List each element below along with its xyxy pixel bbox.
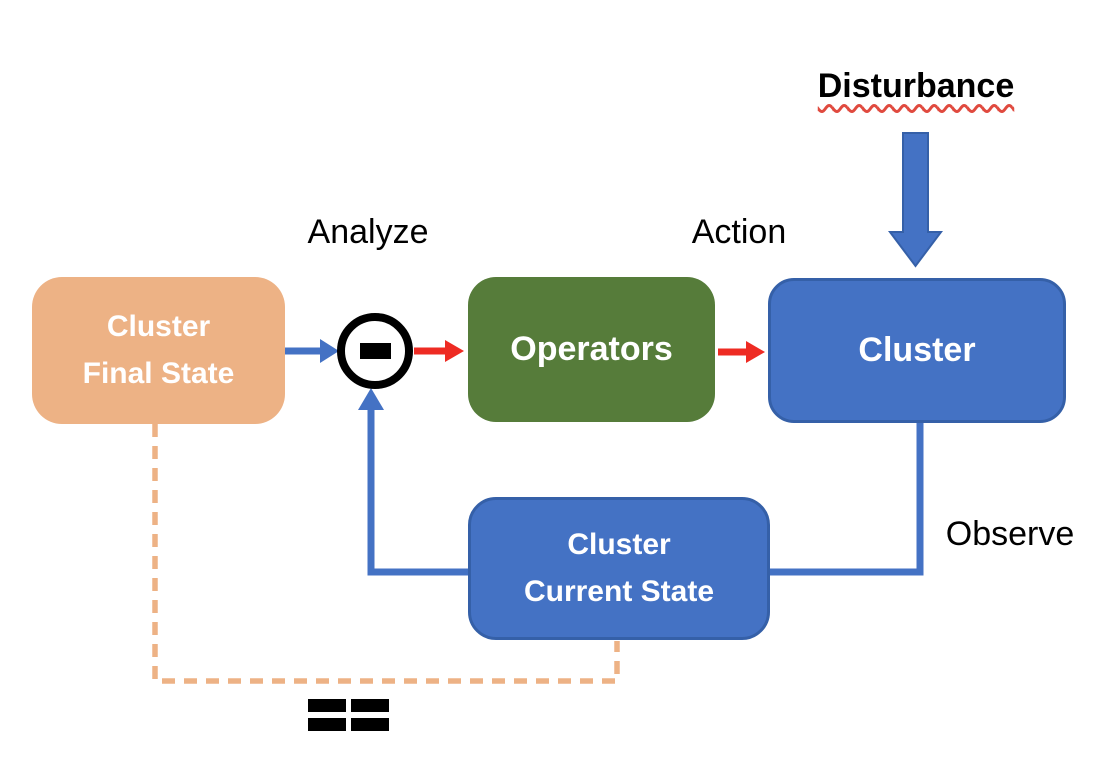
- minus-sign-icon: [359, 343, 391, 359]
- equals-glyph: [308, 699, 346, 731]
- disturbance-arrow-icon: [888, 132, 943, 268]
- action-arrowhead-icon: [746, 341, 765, 363]
- analyze-arrowhead-icon: [445, 340, 464, 362]
- node-label-line: Current State: [523, 574, 715, 608]
- feedback-arrowhead-icon: [358, 388, 384, 410]
- node-label-line: Cluster: [106, 310, 211, 343]
- action-label: Action: [691, 213, 787, 251]
- equals-glyph: [351, 699, 389, 731]
- node-label-line: Final State: [82, 356, 235, 390]
- dashed-equality-connector: [152, 424, 620, 684]
- node-operators: Operators: [468, 277, 715, 422]
- node-label-line: Cluster: [858, 331, 976, 370]
- node-label-line: Cluster: [567, 528, 671, 561]
- final-state-arrowhead-icon: [320, 339, 339, 363]
- comparator-junction: [337, 313, 413, 389]
- observe-label: Observe: [945, 515, 1075, 553]
- node-cluster-current-state: Cluster Current State: [468, 497, 770, 640]
- disturbance-label: Disturbance: [817, 67, 1015, 105]
- node-cluster-final-state: Cluster Final State: [32, 277, 285, 424]
- node-cluster: Cluster: [768, 278, 1066, 423]
- analyze-label: Analyze: [307, 213, 429, 251]
- equals-symbol: [308, 699, 389, 731]
- node-label-line: Operators: [510, 330, 673, 369]
